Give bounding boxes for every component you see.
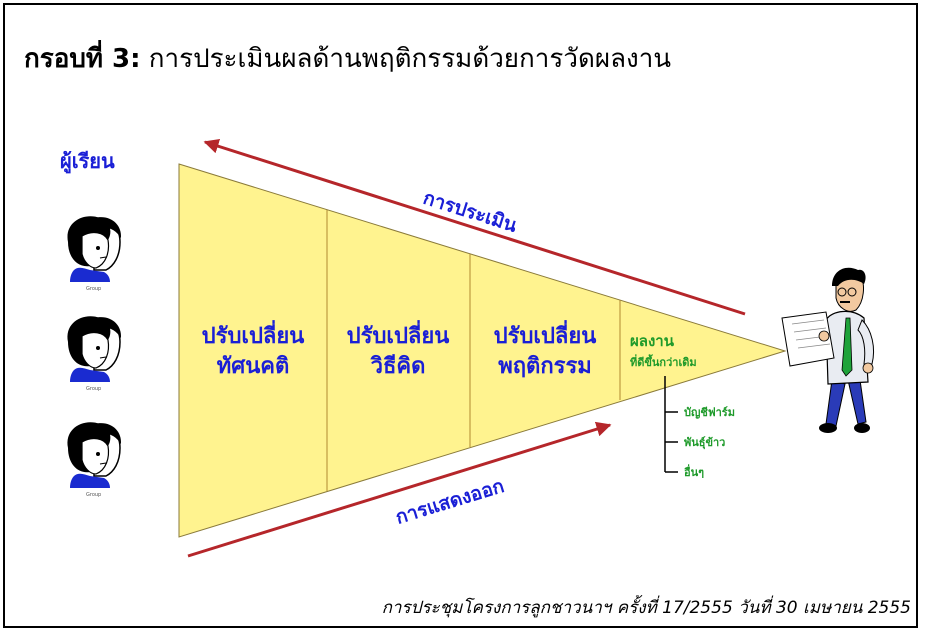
- learner-group-icon-2: Group: [66, 315, 122, 392]
- stage-thinking-line1: ปรับเปลี่ยน: [347, 319, 450, 349]
- result-example-3: อื่นๆ: [684, 464, 705, 479]
- stage-attitude: ปรับเปลี่ยน ทัศนคติ: [202, 319, 305, 379]
- slide-title: กรอบที่ 3: การประเมินผลด้านพฤติกรรมด้วยก…: [24, 38, 671, 79]
- stage-behavior: ปรับเปลี่ยน พฤติกรรม: [494, 319, 597, 379]
- slide-frame: [3, 3, 918, 628]
- learner-group-icon-1: Group: [66, 215, 122, 292]
- expression-label: การแสดงออก: [393, 475, 507, 529]
- learner-group-caption-2: Group: [86, 386, 101, 392]
- result-example-1: บัญชีฟาร์ม: [684, 406, 735, 419]
- learner-group-icon-3: Group: [66, 421, 122, 498]
- stage-thinking: ปรับเปลี่ยน วิธีคิด: [347, 319, 450, 379]
- title-text: การประเมินผลด้านพฤติกรรมด้วยการวัดผลงาน: [148, 44, 672, 74]
- result-title: ผลงาน: [630, 332, 675, 350]
- result-subtitle: ที่ดีขึ้นกว่าเดิม: [630, 354, 697, 369]
- learners-label: ผู้เรียน: [60, 149, 115, 175]
- stage-behavior-line2: พฤติกรรม: [498, 354, 592, 379]
- stage-attitude-line2: ทัศนคติ: [217, 354, 290, 379]
- stage-behavior-line1: ปรับเปลี่ยน: [494, 319, 597, 349]
- learner-group-caption-3: Group: [86, 492, 101, 498]
- process-triangle: [178, 163, 787, 538]
- stage-thinking-line2: วิธีคิด: [370, 354, 425, 379]
- footer-note: การประชุมโครงการลูกชาวนาฯ ครั้งที่ 17/25…: [381, 598, 911, 618]
- stage-attitude-line1: ปรับเปลี่ยน: [202, 319, 305, 349]
- expression-arrow: [187, 421, 612, 558]
- evaluator-icon: [781, 267, 875, 433]
- result-bracket: [664, 376, 678, 473]
- evaluation-label: การประเมิน: [420, 187, 519, 237]
- learner-group-caption-1: Group: [86, 286, 101, 292]
- result-example-2: พันธุ์ข้าว: [684, 436, 725, 450]
- title-label: กรอบที่ 3:: [24, 44, 141, 74]
- evaluation-arrow: [203, 138, 746, 316]
